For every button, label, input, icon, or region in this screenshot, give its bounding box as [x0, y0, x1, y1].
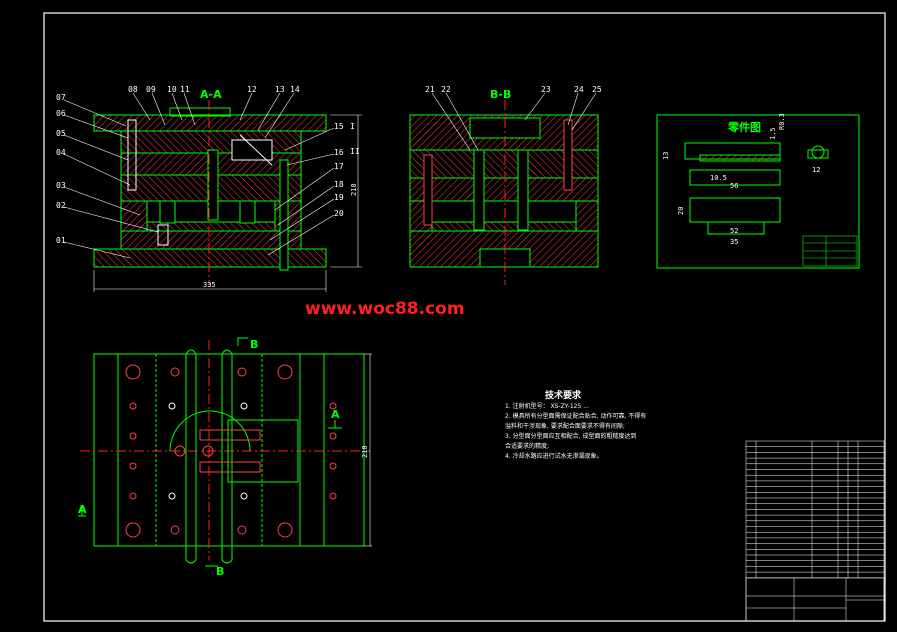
section-bb-view: B-B 21 22 23 24 25: [409, 85, 602, 285]
plan-cut-b-top: B: [250, 338, 258, 351]
aa-label-10: 10: [167, 85, 177, 94]
plan-cut-b-bottom: B: [216, 565, 224, 578]
tech-req-line-5: 合适要求的精度;: [505, 442, 549, 450]
part-dim-52: 52: [730, 227, 738, 235]
part-dim-20: 20: [677, 207, 685, 215]
tech-req-line-1: 1. 注射机型号： XS-ZY-125 ...: [505, 402, 589, 410]
aa-label-06: 06: [56, 109, 66, 118]
aa-label-01: 01: [56, 236, 66, 245]
aa-label-13: 13: [275, 85, 285, 94]
bb-label-22: 22: [441, 85, 451, 94]
aa-label-17: 17: [334, 162, 344, 171]
part-view-title: 零件图: [727, 120, 761, 134]
part-dim-12: 12: [812, 166, 820, 174]
plan-dim-height: 210: [361, 445, 369, 458]
aa-label-05: 05: [56, 129, 66, 138]
part-dim-10-5: 10.5: [710, 174, 727, 182]
aa-label-12: 12: [247, 85, 257, 94]
plan-cut-a-left: A: [78, 503, 87, 516]
aa-label-14: 14: [290, 85, 300, 94]
aa-label-18: 18: [334, 180, 344, 189]
aa-label-03: 03: [56, 181, 66, 190]
watermark-url: www.woc88.com: [305, 299, 465, 319]
bb-label-24: 24: [574, 85, 584, 94]
technical-requirements: 技术要求 1. 注射机型号： XS-ZY-125 ... 2. 模具所有分型面需…: [505, 389, 646, 460]
bb-label-25: 25: [592, 85, 602, 94]
aa-label-16: 16: [334, 148, 344, 157]
tech-req-line-3: 溢料和干涉现象, 要求配合面要求不得有间隙;: [505, 422, 625, 430]
part-dim-56: 56: [730, 182, 738, 190]
part-dim-r03: R0.3: [778, 113, 786, 130]
aa-label-09: 09: [146, 85, 156, 94]
aa-label-08: 08: [128, 85, 138, 94]
aa-dim-width: 335: [203, 281, 216, 289]
section-aa-view: A-A: [56, 85, 362, 292]
part-info-table: [802, 235, 858, 267]
part-dim-13: 13: [662, 152, 670, 160]
tech-req-line-2: 2. 模具所有分型面需保证配合贴合, 动作可靠, 不得有: [505, 412, 646, 420]
aa-label-04: 04: [56, 148, 66, 157]
part-dim-35: 35: [730, 238, 738, 246]
bb-label-23: 23: [541, 85, 551, 94]
aa-label-19: 19: [334, 193, 344, 202]
bill-of-materials: [745, 440, 885, 622]
tech-req-line-4: 3. 分型面分型面应互相配合, 成型面的粗糙度达到: [505, 432, 636, 440]
bb-label-21: 21: [425, 85, 435, 94]
aa-label-20: 20: [334, 209, 344, 218]
part-view: 零件图 13 1.5 R0.3 10.5 56 20 52 35 12: [656, 113, 860, 269]
aa-label-07: 07: [56, 93, 66, 102]
section-bb-title: B-B: [490, 88, 511, 101]
aa-label-15: 15: [334, 122, 344, 131]
cut-mark-i: I: [350, 122, 355, 131]
aa-label-02: 02: [56, 201, 66, 210]
part-dim-1-5: 1.5: [769, 127, 777, 140]
section-aa-title: A-A: [200, 88, 222, 101]
sheet-frame: [43, 12, 886, 622]
aa-label-11: 11: [180, 85, 190, 94]
plan-cut-a-right: A: [331, 408, 340, 421]
tech-req-line-6: 4. 冷却水路应进行试水无渗漏现象。: [505, 452, 603, 460]
aa-dim-height: 210: [350, 183, 358, 196]
tech-req-title: 技术要求: [545, 389, 582, 401]
cut-mark-ii: II: [350, 147, 360, 156]
plan-view: A A B B 210: [78, 337, 372, 578]
